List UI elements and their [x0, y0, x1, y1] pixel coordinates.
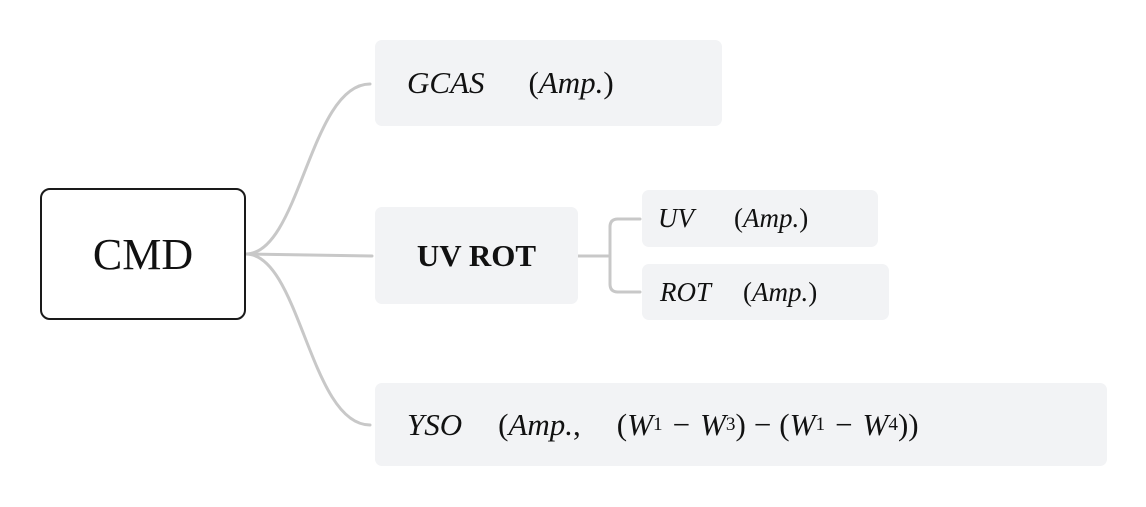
root-node-cmd[interactable]: CMD	[40, 188, 246, 320]
connector-root-yso	[244, 252, 372, 427]
uv-name: UV	[658, 203, 694, 233]
node-gcas[interactable]: GCAS (Amp.)	[375, 40, 722, 126]
yso-w3: W	[700, 406, 726, 442]
rot-arg: Amp.	[752, 276, 809, 307]
yso-w1b: W	[789, 406, 816, 442]
yso-arg: Amp.	[508, 406, 574, 442]
yso-w1: W	[627, 406, 653, 442]
root-label: CMD	[92, 229, 194, 279]
yso-name: YSO	[407, 406, 463, 442]
yso-w4: W	[862, 406, 889, 442]
connector-uvrot-uv	[608, 217, 642, 294]
uv-arg: Amp.	[743, 203, 800, 233]
node-uv-rot[interactable]: UV ROT	[375, 207, 578, 304]
connector-root-uvrot	[244, 252, 374, 258]
rot-name: ROT	[660, 276, 712, 307]
node-uv[interactable]: UV (Amp.)	[642, 190, 878, 247]
gcas-name: GCAS	[407, 65, 485, 100]
uvrot-label: UV ROT	[416, 237, 537, 273]
gcas-arg: Amp.	[538, 65, 604, 100]
connector-root-gcas	[244, 82, 372, 256]
node-rot[interactable]: ROT (Amp.)	[642, 264, 889, 320]
